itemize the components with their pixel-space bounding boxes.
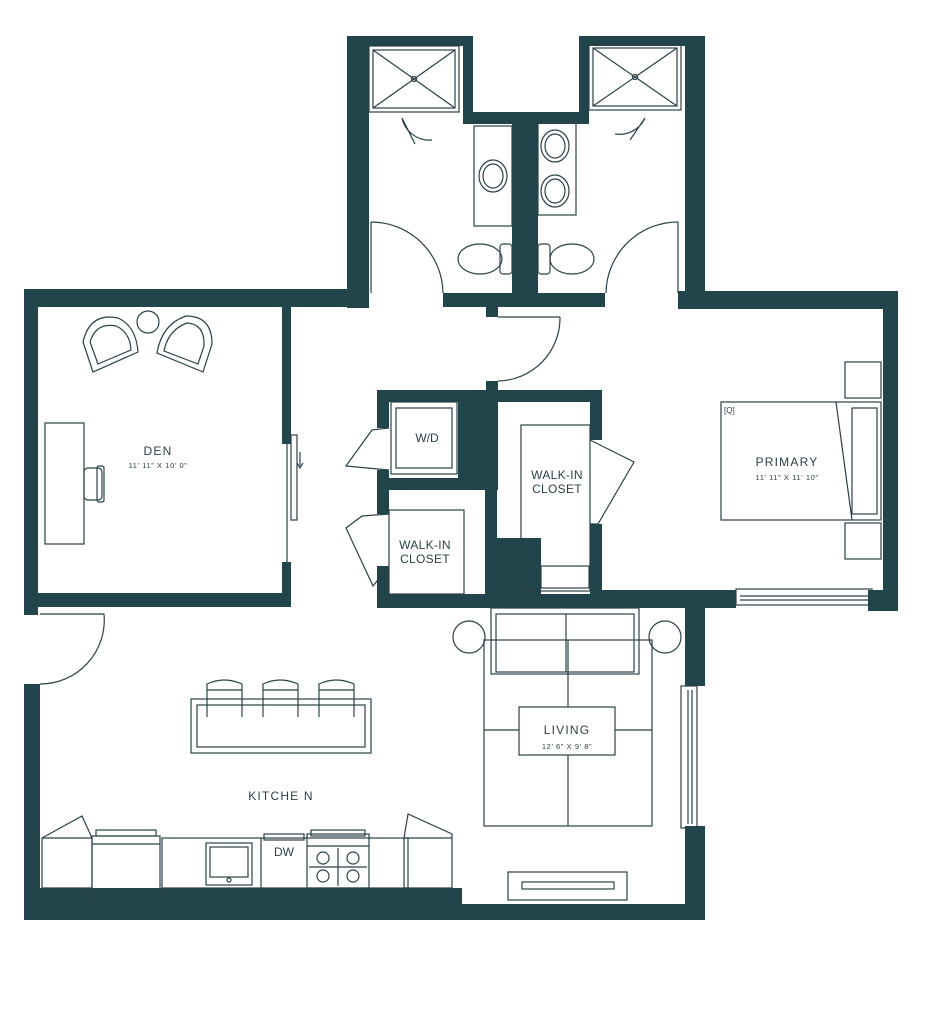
door-swing-icon bbox=[39, 613, 105, 685]
media-console-icon bbox=[507, 871, 628, 901]
door-swing-icon bbox=[401, 117, 433, 145]
bar-stool-icon bbox=[318, 679, 355, 717]
window-icon bbox=[735, 588, 873, 606]
vanity bbox=[537, 119, 577, 216]
chair-icon bbox=[82, 316, 139, 373]
desk-icon bbox=[44, 422, 85, 545]
walk-in-closet-label-right: WALK-IN CLOSET bbox=[531, 468, 583, 496]
door-swing-icon bbox=[589, 439, 635, 525]
side-table bbox=[648, 620, 682, 654]
refrigerator-icon bbox=[91, 829, 161, 905]
den-furniture bbox=[44, 310, 304, 562]
counter bbox=[161, 837, 409, 889]
chair-icon bbox=[83, 465, 105, 503]
sink-icon bbox=[205, 842, 253, 886]
window-icon bbox=[680, 685, 698, 829]
door-swing-icon bbox=[344, 427, 390, 471]
shower-icon bbox=[368, 45, 460, 113]
toilet-icon bbox=[537, 243, 595, 275]
closet-shelf bbox=[388, 509, 465, 595]
door-swing-icon bbox=[370, 221, 444, 294]
exterior-walls bbox=[24, 36, 898, 920]
kitchen-island bbox=[190, 698, 372, 754]
den-label: DEN bbox=[143, 444, 173, 458]
sofa-icon bbox=[490, 607, 640, 675]
bar-stool-icon bbox=[262, 679, 299, 717]
bar-stool-icon bbox=[206, 679, 243, 717]
primary-label: PRIMARY bbox=[755, 455, 819, 469]
door-swing-icon bbox=[605, 221, 679, 294]
interior-walls bbox=[24, 307, 602, 608]
sink-icon bbox=[540, 174, 570, 208]
vanity bbox=[473, 125, 513, 227]
bed-size-label: [Q] bbox=[724, 406, 735, 415]
den-size: 11’ 11” X 10’ 0” bbox=[128, 461, 188, 470]
primary-size: 11’ 11” X 11’ 10” bbox=[755, 473, 819, 482]
living-furniture bbox=[452, 607, 698, 901]
door-swing-icon bbox=[614, 117, 646, 141]
kitchen-label: KITCHE N bbox=[248, 789, 314, 803]
pantry bbox=[41, 815, 93, 889]
toilet-icon bbox=[457, 243, 513, 275]
living-label: LIVING bbox=[543, 723, 591, 737]
nightstand bbox=[844, 522, 882, 560]
walk-in-closet-label-left: WALK-IN CLOSET bbox=[399, 538, 451, 566]
primary-furniture bbox=[720, 361, 882, 606]
side-table bbox=[452, 620, 486, 654]
bathrooms bbox=[368, 43, 682, 294]
sink-icon bbox=[478, 159, 508, 193]
dishwasher bbox=[263, 833, 305, 841]
dishwasher-label: DW bbox=[274, 845, 294, 859]
bed-icon bbox=[720, 401, 882, 521]
core-rooms bbox=[344, 401, 635, 595]
kitchen-furniture bbox=[39, 613, 453, 905]
nightstand bbox=[844, 361, 882, 399]
shower-icon bbox=[588, 43, 682, 111]
door-swing-icon bbox=[345, 513, 390, 588]
side-table bbox=[136, 310, 160, 334]
sliding-door bbox=[290, 434, 298, 521]
closet-shelf bbox=[520, 424, 591, 592]
living-size: 12’ 6” X 9’ 8” bbox=[541, 742, 593, 751]
range-icon bbox=[306, 829, 370, 889]
washer-dryer bbox=[390, 401, 458, 475]
wd-label: W/D bbox=[415, 431, 439, 445]
pantry bbox=[403, 813, 453, 889]
chair-icon bbox=[156, 315, 213, 373]
door-swing-icon bbox=[497, 316, 561, 382]
sink-icon bbox=[540, 129, 570, 163]
coffee-table bbox=[518, 706, 616, 756]
